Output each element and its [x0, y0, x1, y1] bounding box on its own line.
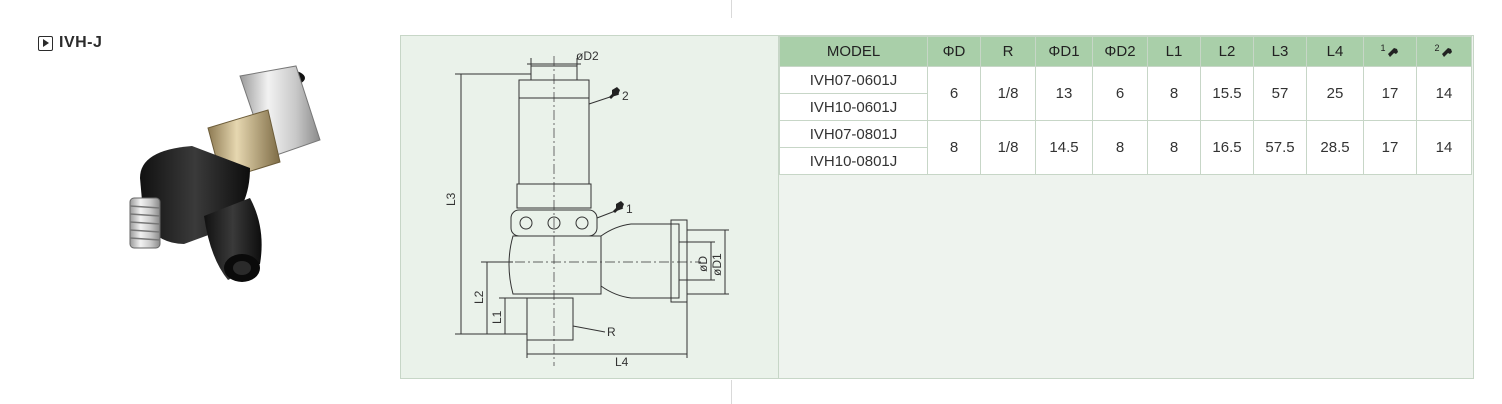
technical-drawing: øD2 2 1 L3 L2 L1 R L4 øD øD1	[401, 36, 779, 378]
value-cell: 28.5	[1306, 120, 1364, 175]
value-cell: 57	[1253, 66, 1307, 121]
value-cell: 17	[1363, 120, 1417, 175]
value-cell: 8	[927, 120, 981, 175]
label-d2: øD2	[576, 49, 599, 63]
header-d1: ΦD1	[1035, 36, 1093, 67]
label-hex1: 1	[626, 202, 633, 216]
header-d2: ΦD2	[1092, 36, 1148, 67]
table-row: IVH07-0801J 8 1/8 14.5 8 8 16.5 57.5 28.…	[779, 120, 1472, 175]
table-row: IVH10-0801J	[779, 147, 1472, 175]
model-cell: IVH07-0801J	[779, 120, 928, 148]
value-cell: 1/8	[980, 120, 1036, 175]
label-d: øD	[696, 256, 710, 272]
value-cell: 17	[1363, 66, 1417, 121]
model-cell: IVH07-0601J	[779, 66, 928, 94]
header-model: MODEL	[779, 36, 928, 67]
header-d: ΦD	[927, 36, 981, 67]
table-header-row: MODEL ΦD R ΦD1 ΦD2 L1 L2 L3 L4 1 2	[779, 36, 1472, 67]
label-l4: L4	[615, 355, 629, 369]
value-cell: 14	[1416, 120, 1472, 175]
play-icon	[38, 35, 53, 51]
product-title: IVH-J	[38, 34, 102, 52]
value-cell: 16.5	[1200, 120, 1254, 175]
value-cell: 25	[1306, 66, 1364, 121]
product-photo	[129, 65, 321, 282]
header-l1: L1	[1147, 36, 1201, 67]
label-hex2: 2	[622, 89, 629, 103]
value-cell: 14.5	[1035, 120, 1093, 175]
model-cell: IVH10-0601J	[779, 93, 928, 121]
label-l1: L1	[490, 310, 504, 324]
wrench-icon	[1387, 48, 1398, 58]
header-l3: L3	[1253, 36, 1307, 67]
wrench-icon	[609, 87, 624, 213]
product-title-text: IVH-J	[59, 34, 103, 51]
header-hex1: 1	[1363, 36, 1417, 67]
spec-table: MODEL ΦD R ΦD1 ΦD2 L1 L2 L3 L4 1 2 IVH07…	[779, 36, 1472, 175]
value-cell: 57.5	[1253, 120, 1307, 175]
value-cell: 15.5	[1200, 66, 1254, 121]
value-cell: 6	[1092, 66, 1148, 121]
value-cell: 14	[1416, 66, 1472, 121]
top-divider	[731, 0, 732, 18]
value-cell: 8	[1147, 120, 1201, 175]
value-cell: 13	[1035, 66, 1093, 121]
wrench-icon	[1441, 48, 1452, 58]
header-hex2: 2	[1416, 36, 1472, 67]
value-cell: 1/8	[980, 66, 1036, 121]
label-l2: L2	[472, 290, 486, 304]
table-row: IVH07-0601J 6 1/8 13 6 8 15.5 57 25 17 1…	[779, 66, 1472, 121]
table-row: IVH10-0601J	[779, 93, 1472, 121]
header-l4: L4	[1306, 36, 1364, 67]
value-cell: 8	[1147, 66, 1201, 121]
header-l2: L2	[1200, 36, 1254, 67]
bottom-divider	[731, 380, 732, 404]
header-r: R	[980, 36, 1036, 67]
spec-panel: øD2 2 1 L3 L2 L1 R L4 øD øD1 MODEL ΦD	[400, 35, 1474, 379]
label-l3: L3	[444, 192, 458, 206]
drawing-svg: øD2 2 1 L3 L2 L1 R L4 øD øD1	[444, 49, 729, 369]
label-d1: øD1	[710, 253, 724, 276]
label-r: R	[607, 325, 616, 339]
model-cell: IVH10-0801J	[779, 147, 928, 175]
value-cell: 8	[1092, 120, 1148, 175]
value-cell: 6	[927, 66, 981, 121]
